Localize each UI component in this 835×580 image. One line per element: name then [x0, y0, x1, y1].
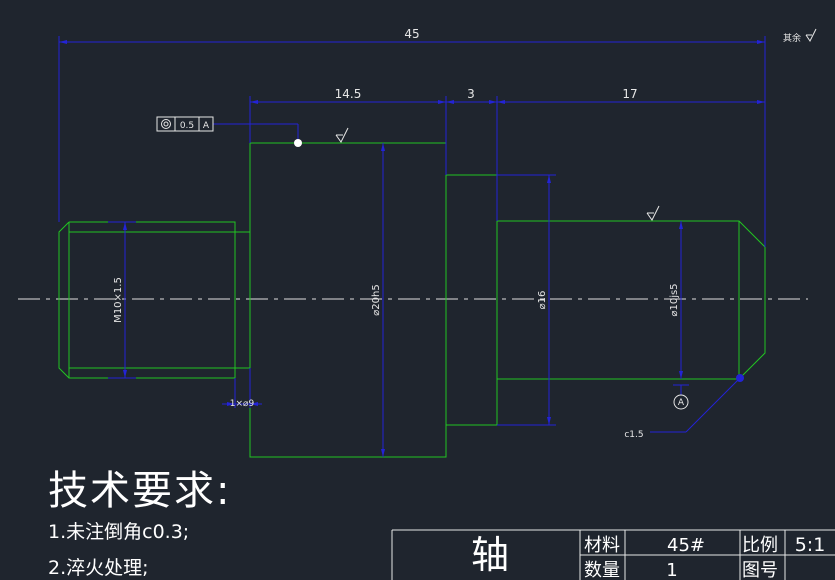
dim-seg3: 17	[622, 87, 637, 101]
runout-leader-dot	[294, 139, 302, 147]
dim-seg2: 3	[467, 87, 475, 101]
requirement-item-2: 2.淬火处理;	[48, 557, 149, 579]
part-outline	[58, 142, 766, 458]
dim-undercut: 1×⌀9	[230, 399, 255, 409]
quantity-label: 数量	[584, 560, 620, 580]
dim-overall: 45	[404, 27, 419, 41]
roughness-icon	[805, 28, 817, 42]
requirement-item-1: 1.未注倒角c0.3;	[48, 521, 190, 543]
scale-value: 5:1	[795, 534, 826, 556]
rest-roughness-note: 其余	[783, 28, 817, 44]
material-value: 45#	[667, 535, 705, 556]
dim-groove-diameter: ⌀16	[537, 291, 548, 310]
material-label: 材料	[584, 535, 620, 556]
title-block-frame	[391, 529, 835, 580]
roughness-icon	[646, 205, 660, 221]
runout-value: 0.5	[180, 121, 194, 131]
requirements-title: 技术要求:	[48, 468, 232, 514]
dim-seg1: 14.5	[335, 87, 362, 101]
roughness-icon	[335, 127, 349, 143]
chamfer-leader-dot	[736, 374, 744, 382]
drawing-no-label: 图号	[742, 560, 778, 580]
dim-thread: M10×1.5	[113, 277, 124, 323]
chamfer-label: c1.5	[624, 430, 643, 440]
svg-text:其余: 其余	[783, 32, 801, 44]
datum-letter: A	[678, 398, 685, 408]
runout-datum: A	[203, 121, 210, 131]
dim-main-diameter: ⌀20h5	[371, 284, 382, 315]
part-name: 轴	[471, 533, 509, 577]
concentricity-icon	[161, 119, 171, 129]
dimension-lines	[58, 36, 766, 457]
runout-frame: 0.5 A	[156, 116, 214, 132]
dim-shaft-diameter: ⌀10js5	[669, 283, 680, 316]
dimension-arrows	[59, 40, 765, 457]
quantity-value: 1	[666, 560, 677, 580]
datum-circle	[673, 394, 689, 410]
scale-label: 比例	[742, 535, 778, 556]
